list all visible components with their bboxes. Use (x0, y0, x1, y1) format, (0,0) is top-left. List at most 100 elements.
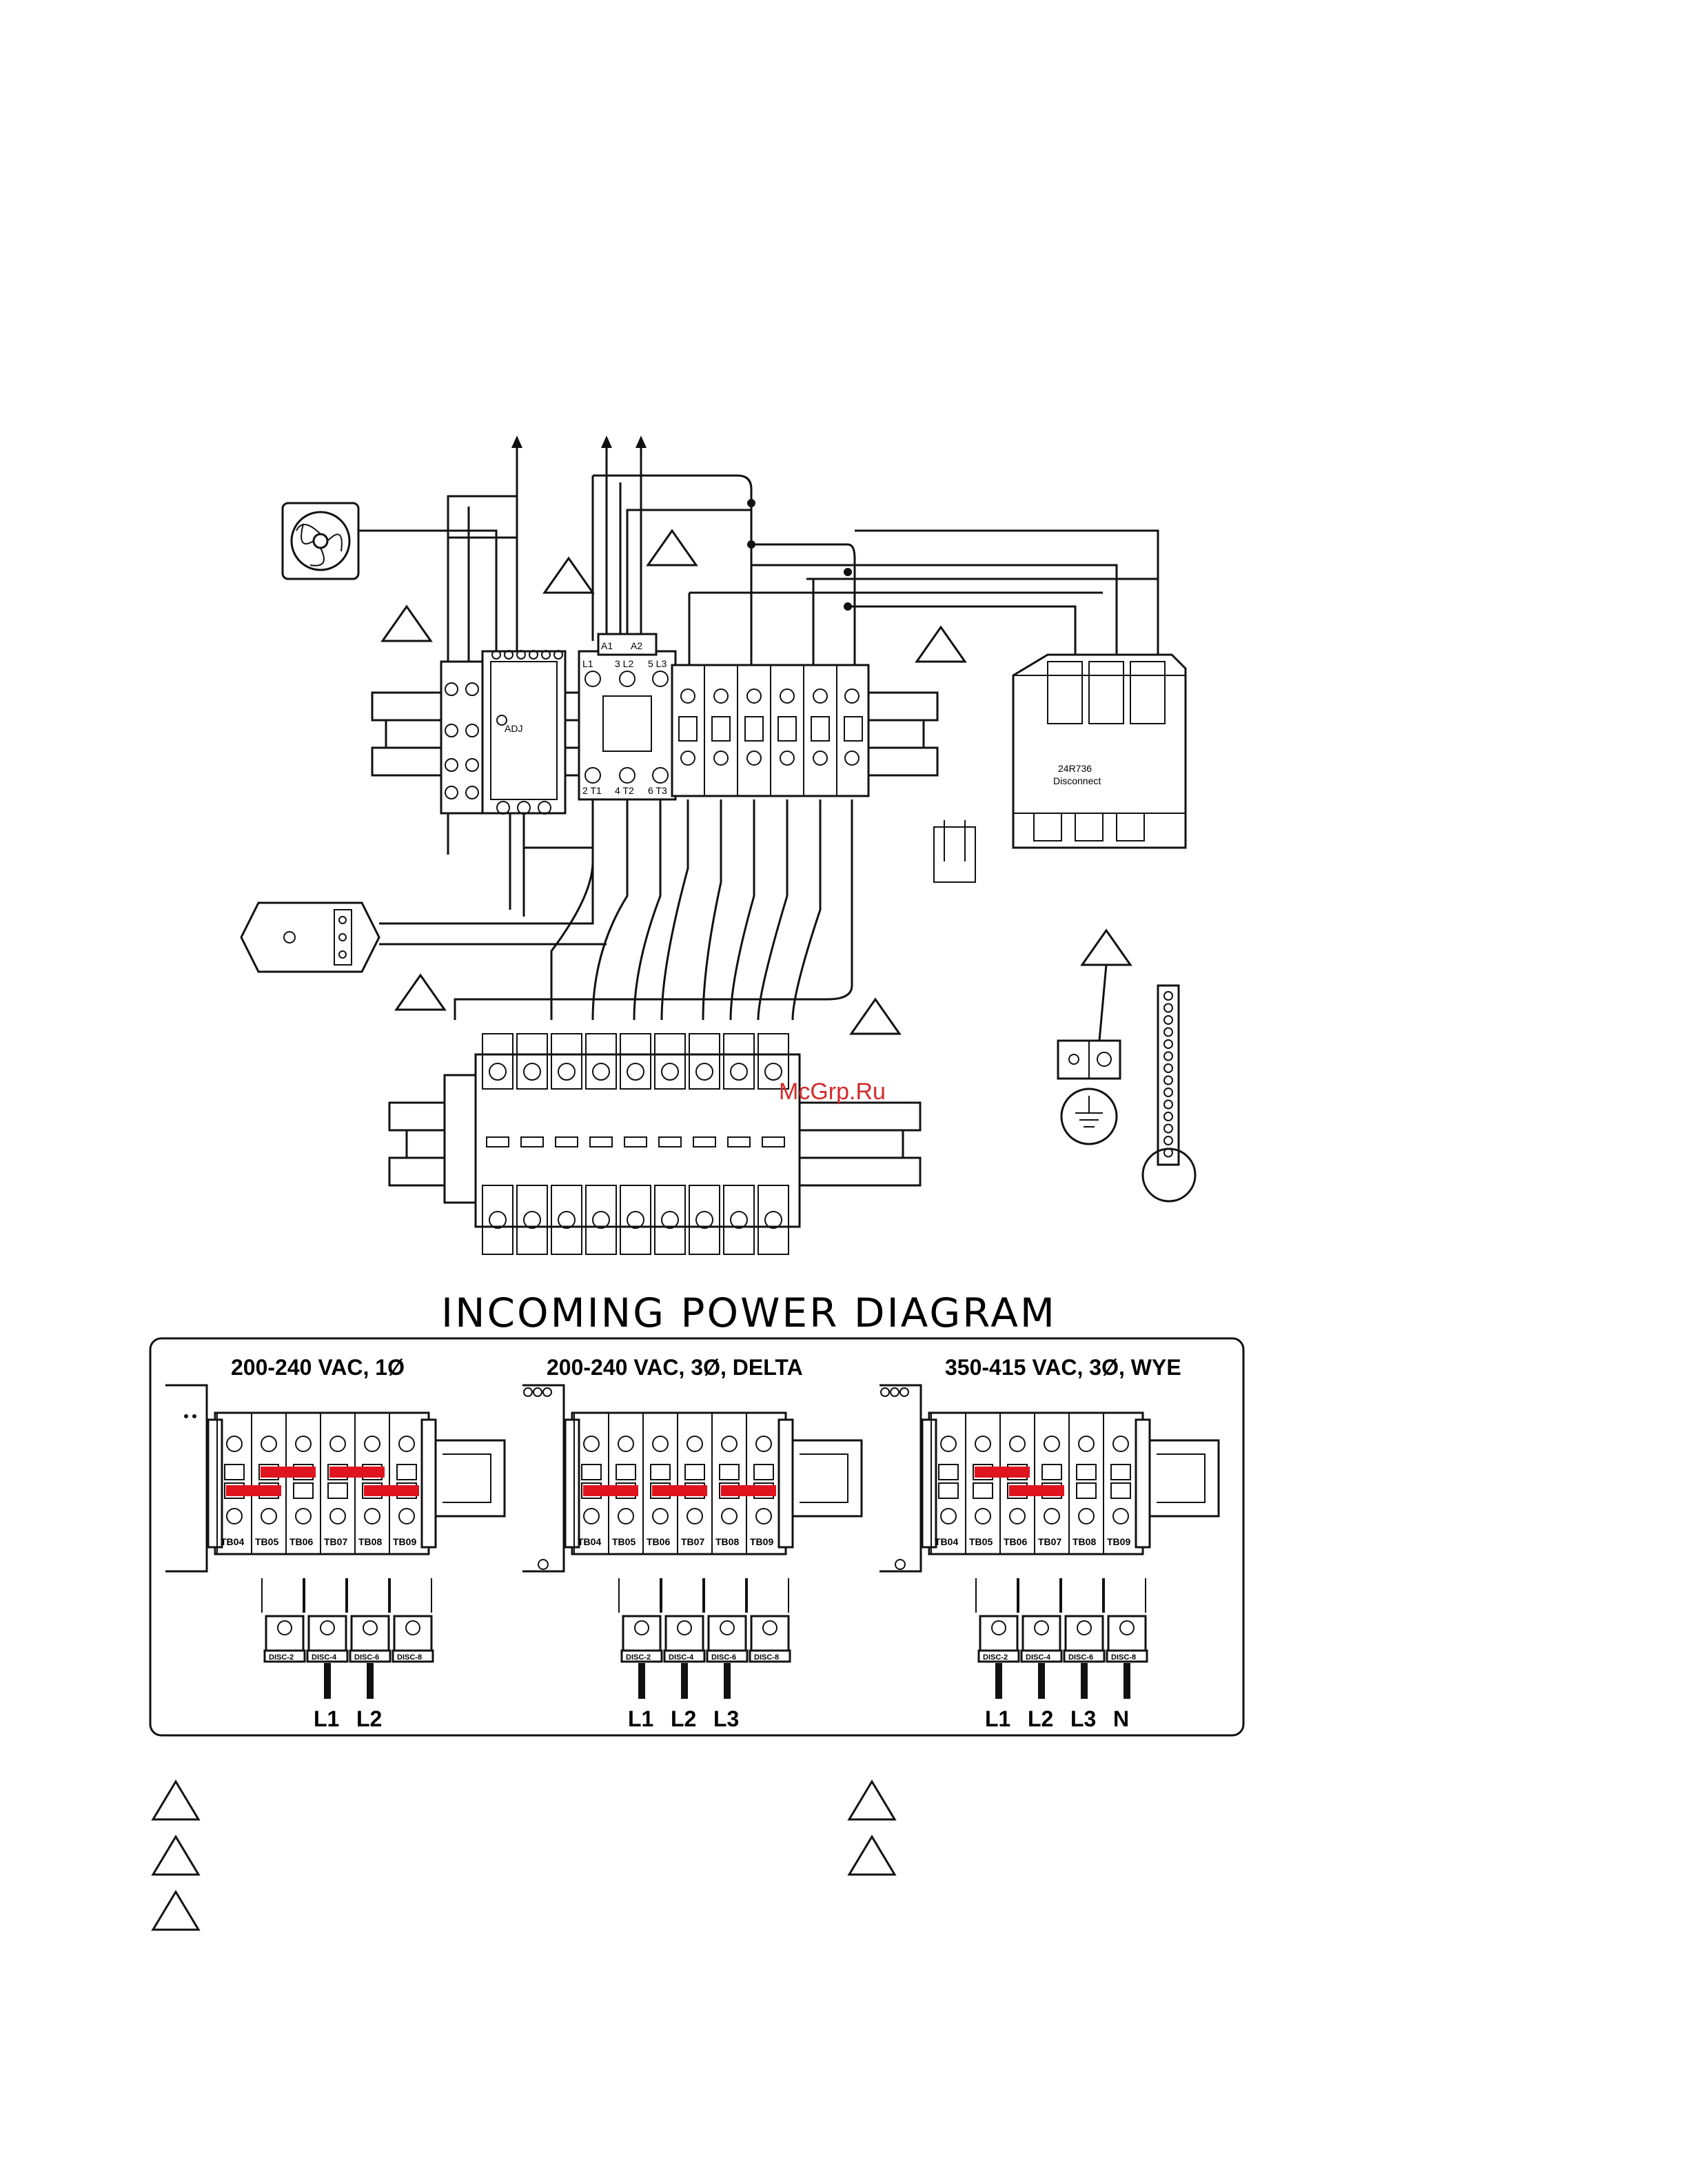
terminal-block (571, 1411, 787, 1555)
disconnect-switch: 24R736 Disconnect (1012, 653, 1187, 849)
disconnect-tag (263, 1649, 306, 1663)
bracket-hole (542, 1387, 552, 1397)
disconnect-guide (704, 1578, 746, 1613)
disconnect-screw (720, 1620, 735, 1635)
contactor-t3: 6 T3 (648, 785, 667, 796)
ground-bar-hole (1163, 1075, 1173, 1085)
terminal-screw (1009, 1436, 1026, 1452)
disconnect-label: DISC-2 (269, 1653, 294, 1662)
lower-terminal-screw (627, 1063, 644, 1081)
disconnect-terminal (393, 1615, 433, 1652)
jumper-bar (721, 1485, 776, 1496)
disconnect-guide (347, 1578, 389, 1613)
lower-terminal-screw (523, 1211, 541, 1229)
disconnect-tag (663, 1649, 706, 1663)
terminal-screw (721, 1436, 738, 1452)
ground-circle (1141, 1147, 1197, 1203)
terminal-screw (329, 1508, 346, 1524)
end-clamp (1135, 1418, 1151, 1549)
end-clamp (564, 1418, 580, 1549)
terminal-label: TB05 (255, 1536, 278, 1547)
lower-terminal-assembly (388, 1033, 922, 1255)
disconnect-tag (1063, 1649, 1106, 1663)
end-clamp (921, 1418, 937, 1549)
lower-terminal-top (689, 1033, 720, 1090)
ground-bar-hole (1163, 1088, 1173, 1097)
contactor-l3: 5 L3 (648, 658, 667, 669)
lower-terminal-bridge (727, 1136, 751, 1147)
din-rail (1136, 1439, 1220, 1518)
terminal-screw (940, 1436, 957, 1452)
terminal-screw (295, 1436, 312, 1452)
disconnect-screw (1077, 1620, 1092, 1635)
upper-wiring: ADJ A1 A2 L1 3 L2 5 L3 2 T1 4 T2 6 T3 (240, 436, 1197, 1255)
configuration-heading: 350-415 VAC, 3Ø, WYE (945, 1355, 1181, 1380)
incoming-wire (1081, 1663, 1088, 1699)
ground-bar-hole (1163, 1112, 1173, 1121)
terminal-screw (1112, 1436, 1129, 1452)
contactor: A1 A2 L1 3 L2 5 L3 2 T1 4 T2 6 T3 (578, 633, 677, 801)
incoming-line-label: L3 (713, 1706, 739, 1731)
terminal-screw (940, 1508, 957, 1524)
disconnect-label: DISC-6 (354, 1653, 379, 1662)
disconnect-terminal (1064, 1615, 1104, 1652)
terminal-label: TB05 (612, 1536, 635, 1547)
terminal-screw (652, 1436, 669, 1452)
lower-terminal-screw (661, 1211, 679, 1229)
terminal-screw (398, 1436, 415, 1452)
terminal-slot (938, 1464, 959, 1480)
disconnect-label: DISC-8 (754, 1653, 779, 1662)
jumper-bar (1009, 1485, 1064, 1496)
terminal-screw (652, 1508, 669, 1524)
terminal-label: TB09 (393, 1536, 416, 1547)
jumper-bar (329, 1467, 385, 1478)
jumper-bar (583, 1485, 638, 1496)
configuration-heading: 200-240 VAC, 1Ø (231, 1355, 405, 1380)
disconnect-label: DISC-2 (983, 1653, 1008, 1662)
disconnect-label: DISC-8 (1111, 1653, 1136, 1662)
incoming-line-label: L2 (1028, 1706, 1053, 1731)
disconnect-tag (1020, 1649, 1063, 1663)
incoming-wire (367, 1663, 374, 1699)
din-rail-inner (443, 1453, 491, 1503)
ground-icon (1060, 1088, 1118, 1145)
disconnect-tag (620, 1649, 663, 1663)
disconnect-label: DISC-4 (1026, 1653, 1051, 1662)
bracket-dot (184, 1414, 188, 1418)
incoming-line-label: L2 (671, 1706, 696, 1731)
terminal-block (214, 1411, 430, 1555)
terminal-screw (755, 1436, 772, 1452)
disconnect-screw (1034, 1620, 1049, 1635)
warning-triangle-icon (847, 1835, 897, 1876)
jumper-bar (364, 1485, 419, 1496)
jumper-bar (652, 1485, 707, 1496)
bracket-hole (538, 1559, 549, 1570)
lower-terminal-bottom (551, 1185, 582, 1255)
lower-terminal-bottom (689, 1185, 720, 1255)
left-terminals (440, 660, 484, 815)
terminal-screw (364, 1436, 380, 1452)
watermark: McGrp.Ru (779, 1079, 886, 1105)
terminal-slot (938, 1482, 959, 1499)
ground-bar-hole (1163, 1063, 1173, 1073)
disconnect-part-number: 24R736 (1058, 763, 1092, 774)
ground-bar-hole (1163, 1039, 1173, 1049)
disconnect-guide (1061, 1578, 1104, 1613)
terminal-screw (261, 1508, 277, 1524)
ground-bar-hole (1163, 1003, 1173, 1013)
lower-terminal-bridge (624, 1136, 647, 1147)
incoming-line-label: L2 (356, 1706, 382, 1731)
terminal-slot (1110, 1464, 1131, 1480)
bracket-hole (523, 1387, 533, 1397)
terminal-screw (618, 1508, 634, 1524)
din-rail-inner (1157, 1453, 1206, 1503)
terminal-label: TB04 (935, 1536, 958, 1547)
ground-bar-hole (1163, 991, 1173, 1001)
disconnect-guide (304, 1578, 347, 1613)
contactor-l1: L1 (582, 658, 593, 669)
terminal-slot (719, 1464, 740, 1480)
din-rail (779, 1439, 863, 1518)
lower-terminal-bottom (723, 1185, 755, 1255)
terminal-block (928, 1411, 1144, 1555)
